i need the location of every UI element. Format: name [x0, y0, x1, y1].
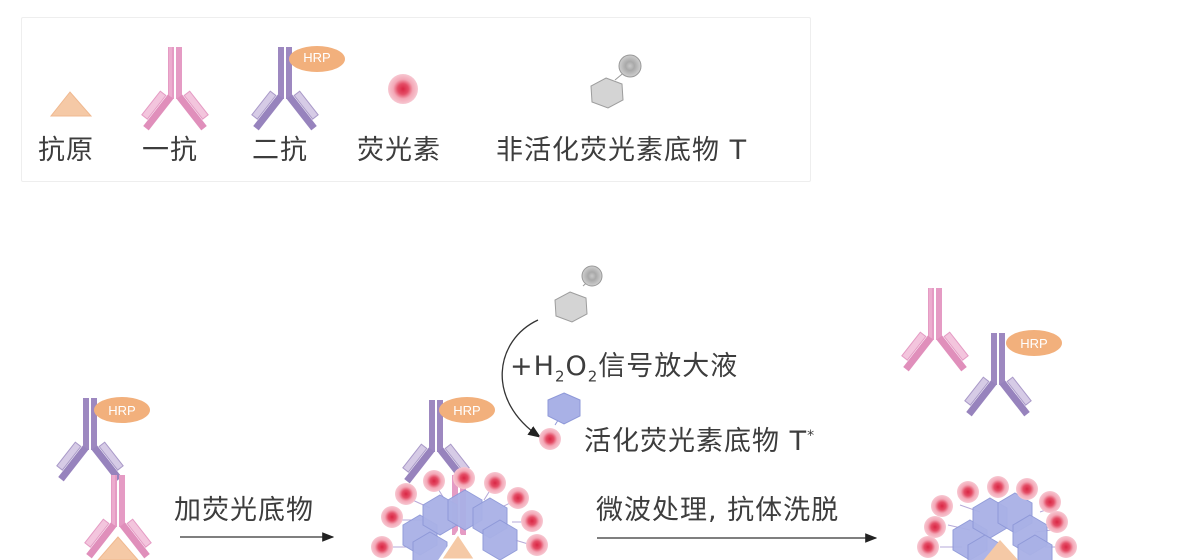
svg-text:HRP: HRP	[453, 403, 480, 418]
step1-label: 加荧光底物	[174, 495, 314, 526]
complex-retained-fluors	[917, 476, 1077, 560]
primary-antibody-icon	[136, 46, 214, 131]
eluted-antibodies: HRP	[896, 287, 1062, 417]
activated-substrate-label: 活化荧光素底物 T*	[584, 419, 815, 458]
reaction-sub1: 2	[554, 367, 566, 386]
step2-label: 微波处理, 抗体洗脱	[596, 495, 840, 526]
legend-hrp-label: HRP	[303, 50, 330, 65]
reaction-prefix: +H	[510, 351, 555, 382]
legend-label-primary-antibody: 一抗	[142, 135, 198, 166]
legend-panel	[21, 17, 811, 182]
legend-label-fluorophore: 荧光素	[357, 135, 441, 166]
legend-label-secondary-antibody: 二抗	[252, 135, 308, 166]
svg-text:HRP: HRP	[1020, 336, 1047, 351]
reaction-suffix: 信号放大液	[598, 351, 739, 382]
substrate-inactive-inset	[554, 265, 603, 323]
legend-label-inactive-substrate: 非活化荧光素底物 T	[496, 135, 748, 166]
legend-label-antigen: 抗原	[38, 135, 94, 166]
activated-sup: *	[807, 428, 816, 444]
reaction-mid: O	[565, 351, 588, 382]
hrp-label: HRP	[108, 403, 135, 418]
fluorophore-icon	[388, 74, 418, 104]
reaction-sub2: 2	[587, 367, 599, 386]
complex-amplified: HRP	[371, 397, 548, 560]
activated-text: 活化荧光素底物 T	[584, 426, 808, 457]
reaction-label: +H2O2信号放大液	[510, 344, 738, 385]
complex-initial: HRP	[51, 397, 157, 560]
reaction-curved-arrow	[501, 319, 542, 438]
activated-substrate-icon	[539, 392, 581, 450]
inactive-substrate-icon	[590, 54, 642, 109]
antigen-triangle-icon	[49, 91, 93, 117]
